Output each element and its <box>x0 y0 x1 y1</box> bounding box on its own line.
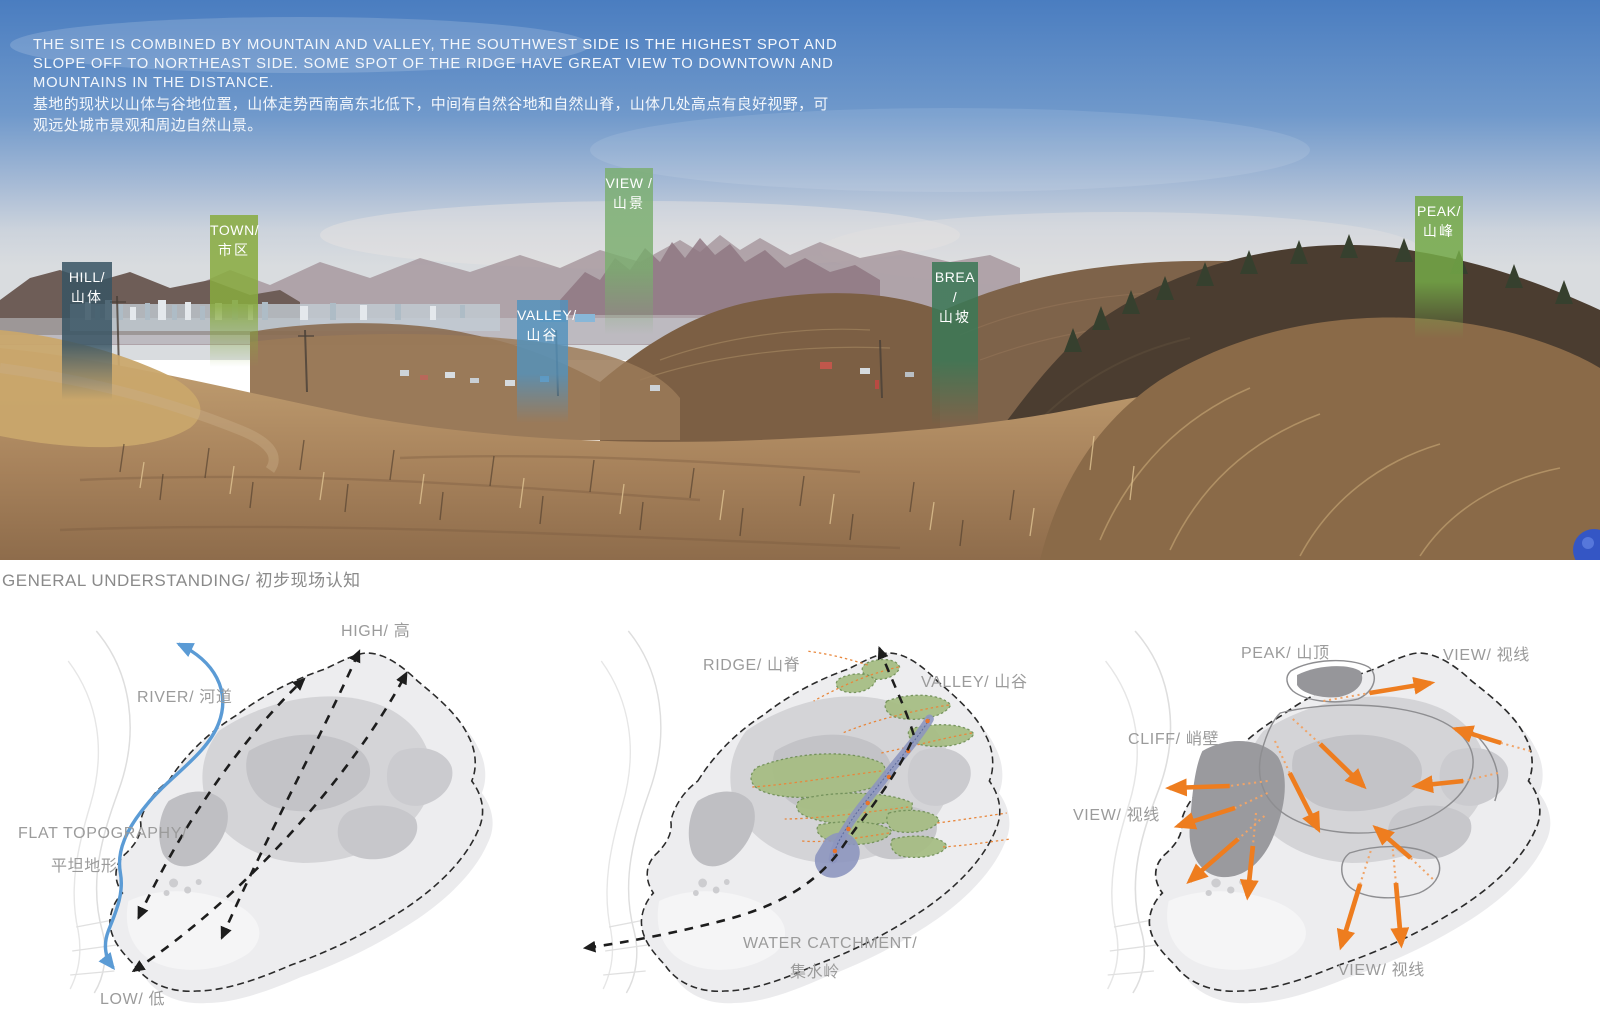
section-title: GENERAL UNDERSTANDING/ 初步现场认知 <box>2 571 361 590</box>
foreground-field <box>0 317 1600 560</box>
label-high: HIGH/ 高 <box>341 623 411 640</box>
label-cliff: CLIFF/ 峭壁 <box>1128 731 1220 748</box>
photo-label-hill-en: HILL/ <box>68 269 106 285</box>
site-description-en: THE SITE IS COMBINED BY MOUNTAIN AND VAL… <box>33 37 838 91</box>
label-flat-topography-zh: 平坦地形 <box>51 858 118 875</box>
peak-cliff-patches <box>1189 666 1363 878</box>
diagram-topography: HIGH/ 高 RIVER/ 河道 FLAT TOPOGRAPHY/ 平坦地形 … <box>18 601 540 1021</box>
photo-label-town-en: TOWN/ <box>210 222 260 238</box>
label-low: LOW/ 低 <box>100 991 166 1008</box>
label-flat-topography: FLAT TOPOGRAPHY/ <box>18 825 188 842</box>
photo-label-view: VIEW / 山景 <box>605 168 653 335</box>
photo-label-valley-en: VALLEY/ <box>517 307 577 323</box>
photo-label-view-en: VIEW / <box>605 175 653 191</box>
photo-label-view-zh: 山景 <box>612 195 646 211</box>
label-view-left: VIEW/ 视线 <box>1073 807 1160 824</box>
label-water-catchment: WATER CATCHMENT/ <box>743 935 918 952</box>
label-view-bottom: VIEW/ 视线 <box>1338 962 1425 979</box>
photo-label-brea: BREA / 山坡 <box>932 262 978 425</box>
photo-label-peak: PEAK/ 山峰 <box>1415 196 1463 339</box>
label-river: RIVER/ 河道 <box>137 689 233 706</box>
photo-label-hill-zh: 山体 <box>70 289 104 305</box>
view-arrows <box>1165 676 1502 951</box>
photo-label-hill: HILL/ 山体 <box>62 262 112 400</box>
label-peak: PEAK/ 山顶 <box>1241 645 1330 662</box>
photo-label-peak-en: PEAK/ <box>1416 203 1462 219</box>
label-ridge: RIDGE/ 山脊 <box>703 657 801 674</box>
site-description: THE SITE IS COMBINED BY MOUNTAIN AND VAL… <box>33 36 838 136</box>
blue-object <box>1573 529 1600 560</box>
photo-label-town-zh: 市区 <box>217 242 251 258</box>
catchment-line <box>582 646 916 953</box>
diagram-catchment-art <box>582 630 1011 1005</box>
diagram-views: PEAK/ 山顶 VIEW/ 视线 CLIFF/ 峭壁 VIEW/ 视线 VIE… <box>1053 601 1600 1021</box>
photo-label-brea-en: BREA / <box>934 269 976 305</box>
photo-label-peak-zh: 山峰 <box>1422 223 1456 239</box>
site-description-zh: 基地的现状以山体与谷地位置，山体走势西南高东北低下，中间有自然谷地和自然山脊，山… <box>33 96 829 134</box>
view-arrow-tails <box>1229 692 1531 885</box>
terrace-contours <box>1258 659 1499 899</box>
diagram-water-catchment: RIDGE/ 山脊 VALLEY/ 山谷 WATER CATCHMENT/ 集水… <box>553 601 1055 1021</box>
river-line <box>98 642 225 971</box>
label-water-catchment-zh: 集水岭 <box>790 964 840 981</box>
photo-label-valley: VALLEY/ 山谷 <box>517 300 577 423</box>
diagram-topography-art <box>67 630 494 1005</box>
diagram-views-art <box>1104 630 1552 1005</box>
valley-floor-village <box>110 295 914 440</box>
photo-label-brea-zh: 山坡 <box>938 309 972 325</box>
photo-label-town: TOWN/ 市区 <box>210 215 260 367</box>
site-panorama-photo: THE SITE IS COMBINED BY MOUNTAIN AND VAL… <box>0 0 1600 560</box>
photo-label-valley-zh: 山谷 <box>526 327 559 343</box>
label-valley: VALLEY/ 山谷 <box>921 674 1028 691</box>
label-view-top-right: VIEW/ 视线 <box>1443 647 1530 664</box>
